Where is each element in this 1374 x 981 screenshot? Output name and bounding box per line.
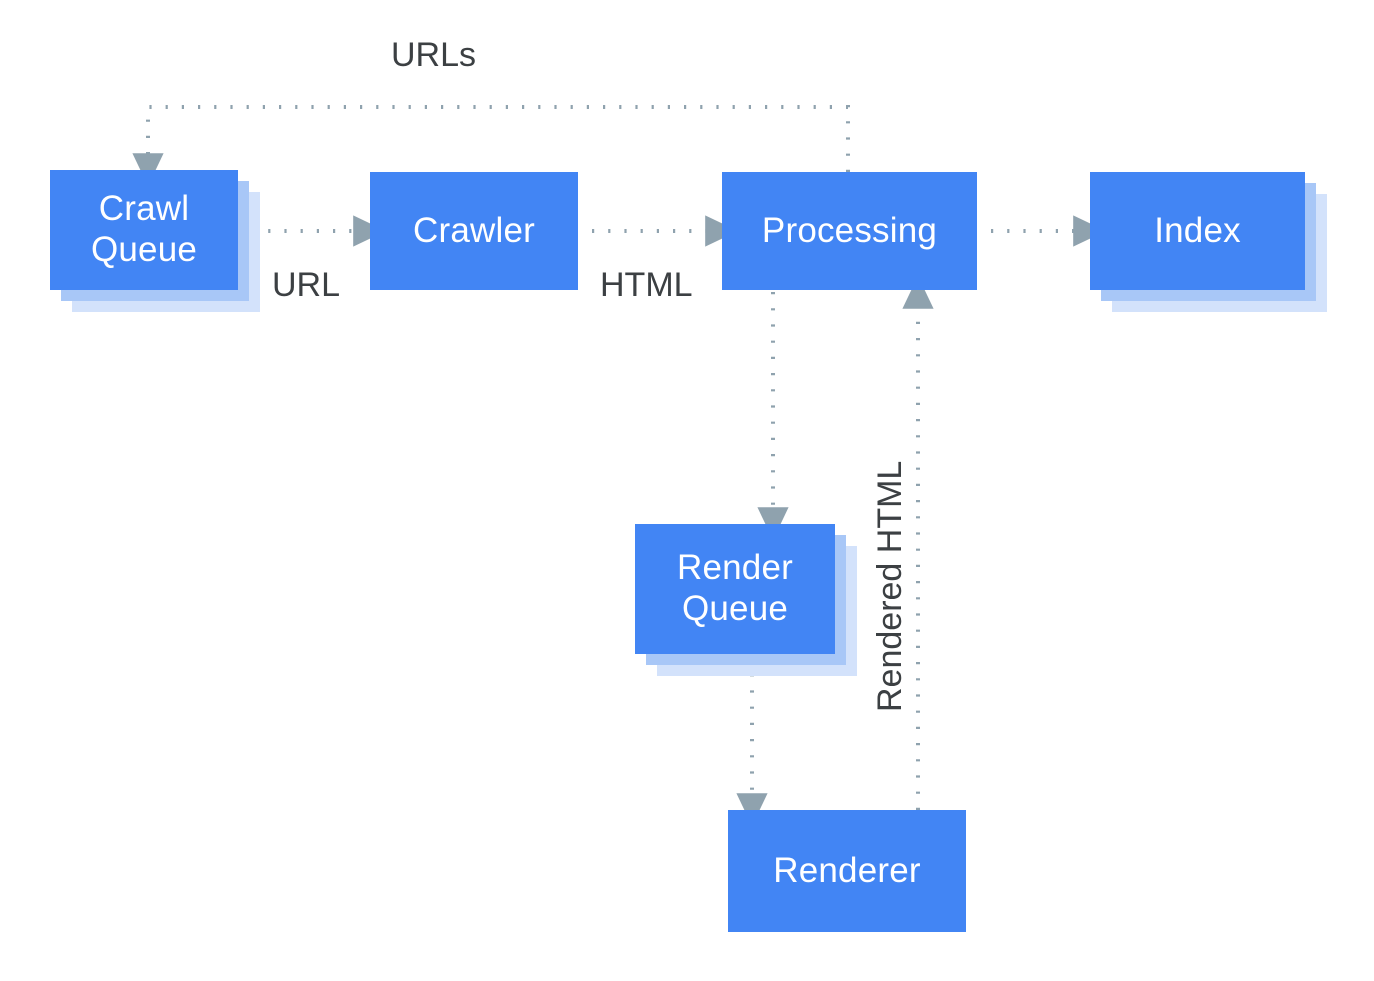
node-renderer[interactable]: Renderer [728, 810, 966, 932]
render-queue-label: Render Queue [635, 524, 835, 654]
node-crawl-queue[interactable]: Crawl Queue [50, 170, 260, 312]
node-render-queue[interactable]: Render Queue [635, 524, 857, 676]
node-index[interactable]: Index [1090, 172, 1327, 312]
node-crawler[interactable]: Crawler [370, 172, 578, 290]
node-processing[interactable]: Processing [722, 172, 977, 290]
index-label: Index [1090, 172, 1305, 290]
edge-label-urls: URLs [391, 36, 477, 74]
processing-label: Processing [722, 172, 977, 290]
edge-label-url: URL [272, 266, 341, 304]
edge-label-rendered-html: Rendered HTML [871, 460, 909, 712]
renderer-label: Renderer [728, 810, 966, 932]
connector-processing-to-crawl-queue [132, 105, 850, 186]
crawler-label: Crawler [370, 172, 578, 290]
crawl-queue-label: Crawl Queue [50, 170, 238, 290]
edge-label-html: HTML [600, 266, 693, 304]
